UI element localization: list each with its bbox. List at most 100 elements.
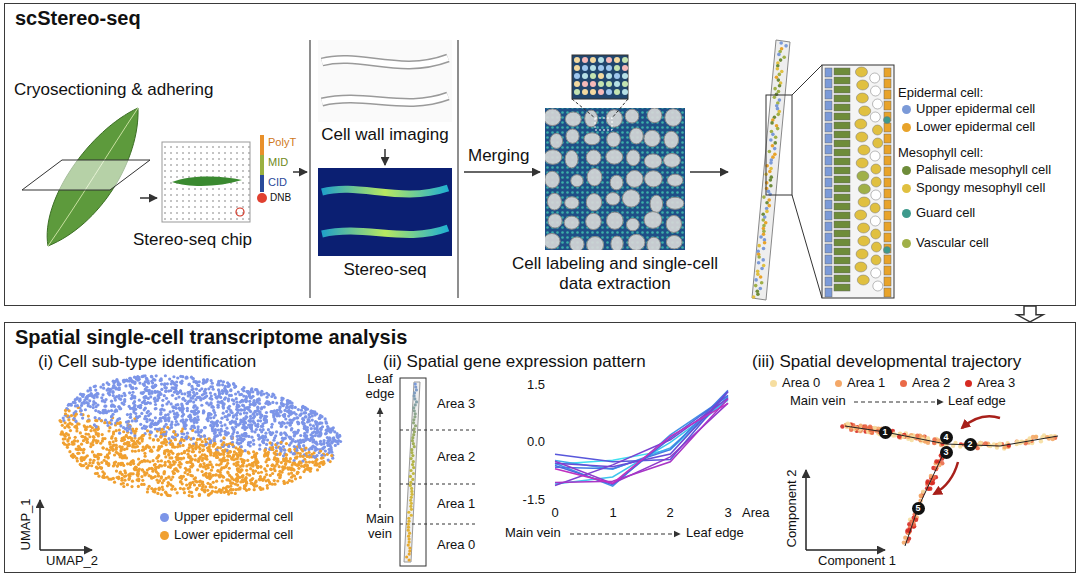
cell-point xyxy=(114,439,117,442)
zoom-frame xyxy=(595,118,612,130)
cell-shape xyxy=(834,266,850,273)
cell-point xyxy=(239,437,242,440)
spot-dot xyxy=(622,81,628,87)
cell-point xyxy=(216,424,219,427)
cell-shape xyxy=(825,112,832,121)
cell-point xyxy=(195,441,198,444)
spot-dot xyxy=(606,65,612,71)
zoom-line xyxy=(572,99,595,118)
cell-point xyxy=(215,456,218,459)
cell-point xyxy=(109,443,112,446)
cell-point xyxy=(220,417,223,420)
cell-dot xyxy=(760,267,764,271)
cell-point xyxy=(210,421,213,424)
cell-point xyxy=(132,472,135,475)
cell-point xyxy=(190,491,193,494)
cell-point xyxy=(267,428,270,431)
cell-point xyxy=(302,418,305,421)
cell-dot xyxy=(770,121,774,125)
cell-point xyxy=(324,417,327,420)
cell-dot xyxy=(769,138,773,142)
cell-shape xyxy=(664,153,681,167)
cell-point xyxy=(138,399,141,402)
cell-point xyxy=(150,430,153,433)
cell-point xyxy=(154,463,157,466)
cell-point xyxy=(144,415,147,418)
cell-point xyxy=(241,404,244,407)
cell-point xyxy=(119,407,122,410)
cell-point xyxy=(160,388,163,391)
cell-point xyxy=(67,403,70,406)
cell-point xyxy=(225,427,228,430)
cell-point xyxy=(106,456,109,459)
cell-point xyxy=(183,491,186,494)
cell-point xyxy=(180,402,183,405)
cell-point xyxy=(233,386,236,389)
spot-dot xyxy=(574,89,580,95)
cell-point xyxy=(282,445,285,448)
cell-shape xyxy=(825,156,832,165)
flow-arrow xyxy=(384,149,386,165)
cell-wall-image xyxy=(318,40,452,122)
cell-point xyxy=(258,486,261,489)
cell-shape xyxy=(884,255,891,264)
cell-point xyxy=(293,445,296,448)
cell-shape xyxy=(610,175,623,190)
cell-point xyxy=(296,421,299,424)
cell-point xyxy=(115,451,118,454)
cell-point xyxy=(158,487,161,490)
cell-shape xyxy=(834,239,850,246)
cell-shape xyxy=(884,277,891,286)
cell-point xyxy=(229,388,232,391)
cell-dot xyxy=(768,150,772,154)
cell-shape xyxy=(856,249,868,259)
cell-point xyxy=(147,410,150,413)
spot-dot xyxy=(598,81,604,87)
cell-point xyxy=(108,426,111,429)
cell-point xyxy=(237,390,240,393)
cell-shape xyxy=(586,213,602,229)
cell-point xyxy=(216,469,219,472)
cell-point xyxy=(200,404,203,407)
cell-shape xyxy=(834,104,850,111)
cell-shape xyxy=(855,119,867,129)
cell-shape xyxy=(834,212,850,219)
cell-point xyxy=(166,494,169,497)
cell-point xyxy=(191,450,194,453)
cell-shape xyxy=(825,233,832,242)
cell-shape xyxy=(606,193,620,206)
cell-point xyxy=(258,443,261,446)
cell-shape xyxy=(834,68,850,75)
cell-point xyxy=(234,420,237,423)
cell-point xyxy=(67,418,70,421)
cell-point xyxy=(203,435,206,438)
cell-point xyxy=(194,404,197,407)
cell-shape xyxy=(834,95,850,102)
cell-shape xyxy=(870,73,880,83)
cell-point xyxy=(92,435,95,438)
cell-shape xyxy=(825,211,832,220)
cell-point xyxy=(219,428,222,431)
cell-shape xyxy=(857,171,869,181)
cell-point xyxy=(122,485,125,488)
cell-dot xyxy=(780,70,784,74)
cell-point xyxy=(75,429,78,432)
cell-point xyxy=(226,470,229,473)
cell-point xyxy=(179,480,182,483)
cell-point xyxy=(324,449,327,452)
cell-point xyxy=(250,387,253,390)
cell-point xyxy=(301,417,304,420)
cell-shape xyxy=(884,211,891,220)
cell-shape xyxy=(870,216,880,226)
cell-point xyxy=(211,405,214,408)
cell-point xyxy=(144,407,147,410)
cell-point xyxy=(273,436,276,439)
separator-line xyxy=(309,40,310,298)
cell-point xyxy=(110,409,113,412)
cell-shape xyxy=(884,167,891,176)
cell-point xyxy=(249,426,252,429)
cell-point xyxy=(97,463,100,466)
cell-point xyxy=(163,452,166,455)
cell-point xyxy=(299,414,302,417)
cell-point xyxy=(119,453,122,456)
